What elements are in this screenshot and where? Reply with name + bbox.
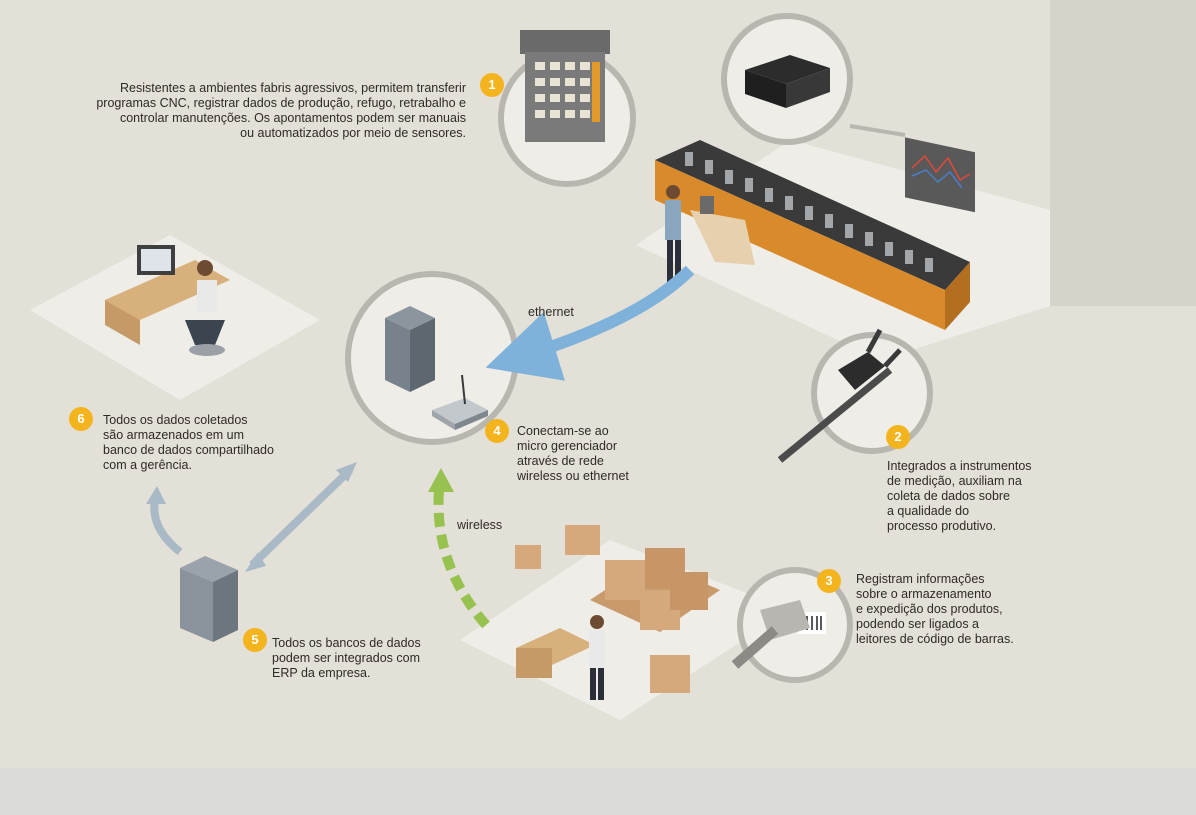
ethernet-arrow [485,265,695,381]
zoom-circle-router [345,271,519,445]
badge-6: 6 [69,407,93,431]
note-5-erp-integration: Todos os bancos de dados podem ser integ… [272,636,421,680]
server-link-arrow [249,467,353,568]
badge-2: 2 [886,425,910,449]
badge-1: 1 [480,73,504,97]
note-3-warehouse-barcode: Registram informações sobre o armazename… [856,572,1014,646]
server-tower [180,556,238,642]
server-link-head-top [336,462,357,482]
zoom-circle-terminal [498,30,636,187]
wireless-arrow-head [428,468,454,492]
office-scene [30,235,320,400]
conveyor-worker [665,185,755,284]
ethernet-label: ethernet [528,305,574,319]
note-2-measurement-instruments: Integrados a instrumentos de medição, au… [887,459,1032,533]
badge-4: 4 [485,419,509,443]
illustration [30,0,1196,720]
badge-5: 5 [243,628,267,652]
server-link-head-bottom [245,552,266,572]
zoom-circle-caliper [777,328,933,463]
conveyor-belt [655,140,970,330]
archive-arrow-head [146,486,166,504]
badge-3: 3 [817,569,841,593]
note-4-micro-manager: Conectam-se ao micro gerenciador através… [517,424,629,483]
stacked-boxes [515,525,708,693]
archive-arrow [150,499,183,556]
wireless-label: wireless [457,518,503,532]
warehouse-scene [460,525,790,720]
wall-monitor [905,137,975,213]
zoom-circle-collector-box [721,13,906,145]
wireless-arrow [433,479,490,629]
note-1-collector-terminals: Resistentes a ambientes fabris agressivo… [96,81,466,140]
footer-band [0,768,1196,815]
zoom-circle-barcode-reader [731,567,853,683]
note-6-shared-database: Todos os dados coletados são armazenados… [103,413,274,472]
